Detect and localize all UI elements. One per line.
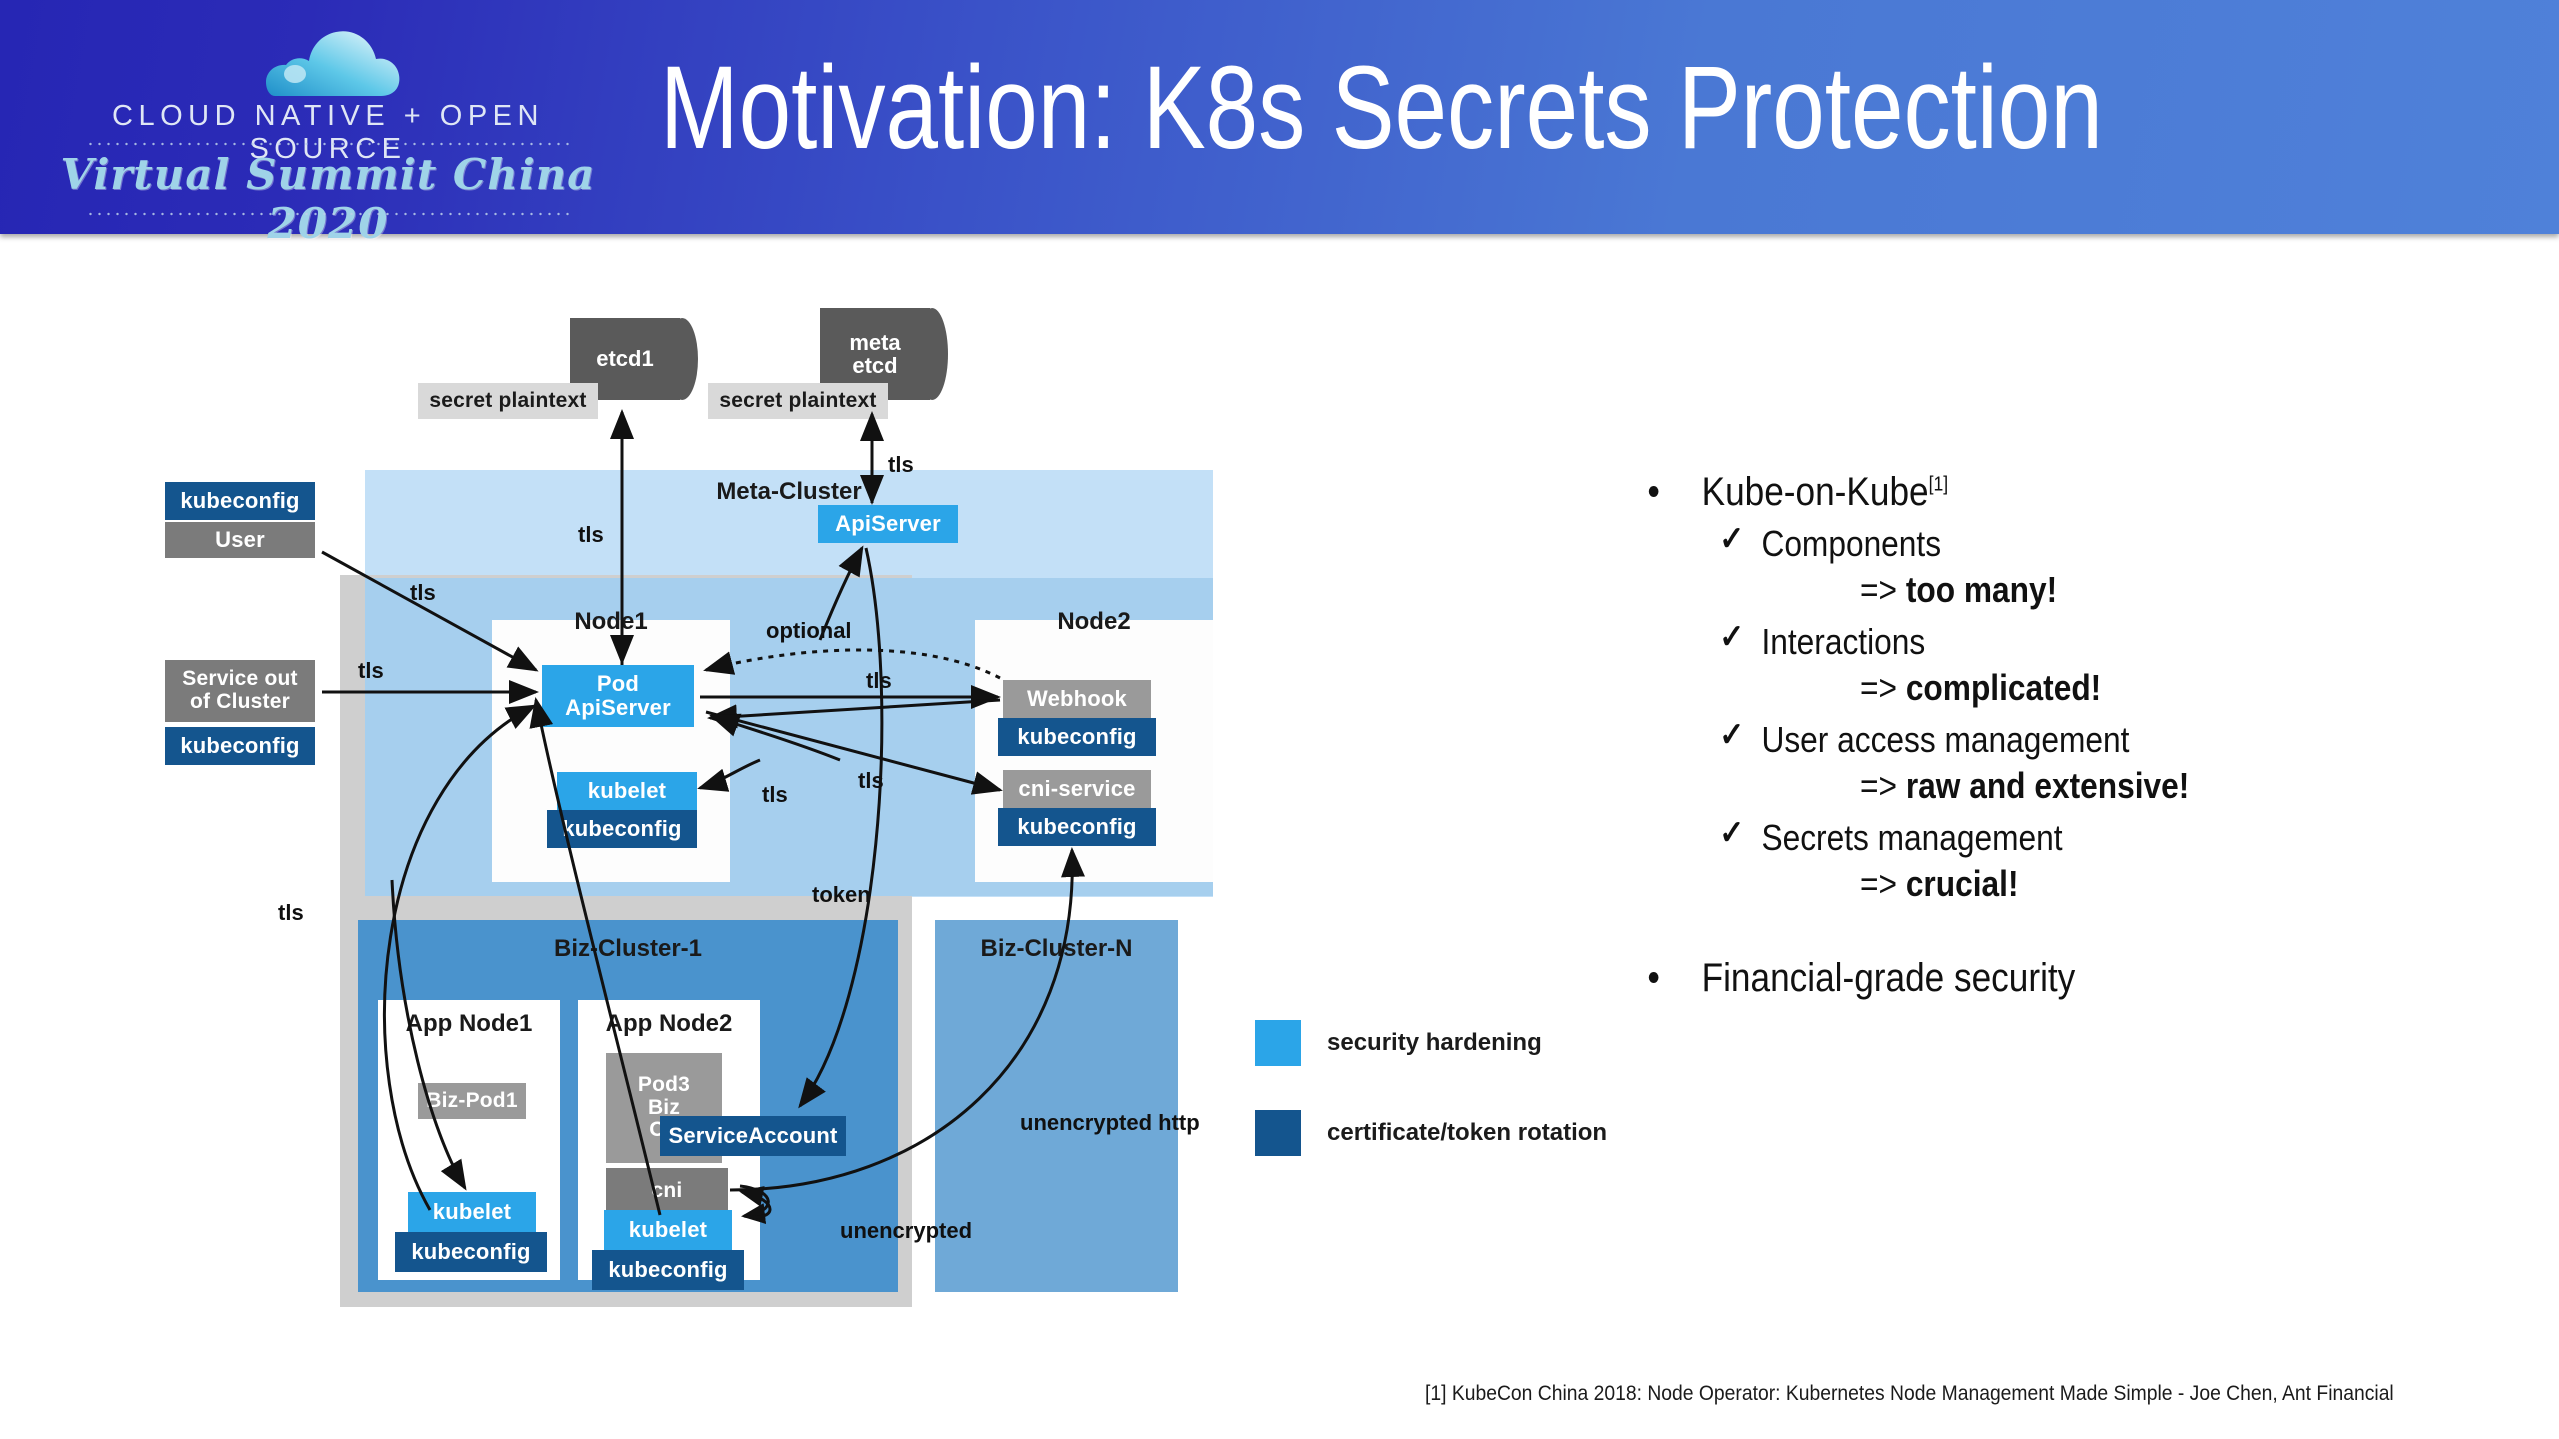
sub-bullet-secrets: ✓ Secrets management bbox=[1640, 816, 2414, 858]
result-too-many: => too many! bbox=[1640, 572, 2414, 608]
sub-bullet-user-access: ✓ User access management bbox=[1640, 718, 2414, 760]
user-kubeconfig-box: kubeconfig bbox=[165, 482, 315, 520]
node2-webhook-box: Webhook bbox=[1003, 680, 1151, 718]
sub-bullet-components-label: Components bbox=[1761, 523, 1942, 564]
user-box: User bbox=[165, 522, 315, 558]
sub-bullet-interactions: ✓ Interactions bbox=[1640, 620, 2414, 662]
logo-divider-bottom bbox=[86, 212, 570, 216]
bullet-dot-icon bbox=[1648, 486, 1659, 497]
label-biz-cluster-n: Biz-Cluster-N bbox=[980, 935, 1133, 962]
bullet-financial-grade: Financial-grade security bbox=[1640, 958, 2414, 998]
label-biz-cluster-1: Biz-Cluster-1 bbox=[553, 935, 703, 962]
logo-event-name: Virtual Summit China 2020 bbox=[60, 150, 596, 248]
sub-bullet-user-access-label: User access management bbox=[1761, 719, 2130, 760]
result-complicated: => complicated! bbox=[1640, 670, 2414, 706]
result-complicated-emph: complicated! bbox=[1905, 667, 2102, 708]
result-crucial-emph: crucial! bbox=[1905, 863, 2019, 904]
sub-bullet-components: ✓ Components bbox=[1640, 522, 2414, 564]
arrow-glyph-1: => bbox=[1860, 667, 1906, 708]
etcd1-label: etcd1 bbox=[570, 318, 680, 400]
edge-label-tls-cni: tls bbox=[858, 768, 884, 793]
app-node2-kubeconfig-box: kubeconfig bbox=[592, 1250, 744, 1290]
node2-webhook-kubeconfig-box: kubeconfig bbox=[998, 718, 1156, 756]
label-node1: Node1 bbox=[574, 608, 648, 635]
check-icon: ✓ bbox=[1719, 716, 1745, 754]
bullet-financial-grade-label: Financial-grade security bbox=[1701, 956, 2076, 1000]
node1-pod-apiserver-box: Pod ApiServer bbox=[542, 665, 694, 727]
edge-label-optional: optional bbox=[766, 618, 852, 643]
sub-bullet-secrets-label: Secrets management bbox=[1761, 817, 2063, 858]
edge-label-tls-user: tls bbox=[410, 580, 436, 605]
page-title: Motivation: K8s Secrets Protection bbox=[660, 42, 2103, 174]
edge-label-token: token bbox=[812, 882, 871, 907]
result-raw-extensive-emph: raw and extensive! bbox=[1905, 765, 2190, 806]
edge-label-tls-metaetcd: tls bbox=[888, 452, 914, 477]
label-app-node1: App Node1 bbox=[405, 1010, 533, 1037]
edge-label-unencrypted: unencrypted bbox=[840, 1218, 973, 1243]
label-node2: Node2 bbox=[1057, 608, 1131, 635]
arrow-glyph-0: => bbox=[1860, 569, 1906, 610]
legend-swatch-cert-rotation bbox=[1255, 1110, 1301, 1156]
app-node2-kubelet-box: kubelet bbox=[604, 1210, 732, 1250]
node2-cni-kubeconfig-box: kubeconfig bbox=[998, 808, 1156, 846]
arrow-glyph-3: => bbox=[1860, 863, 1906, 904]
legend-label-cert-rotation: certificate/token rotation bbox=[1327, 1119, 1608, 1146]
check-icon: ✓ bbox=[1719, 618, 1745, 656]
label-meta-cluster: Meta-Cluster bbox=[716, 478, 862, 505]
cloud-icon bbox=[266, 31, 400, 97]
label-app-node2: App Node2 bbox=[605, 1010, 733, 1037]
event-logo: CLOUD NATIVE + OPEN SOURCE Virtual Summi… bbox=[48, 16, 608, 248]
result-crucial: => crucial! bbox=[1640, 866, 2414, 902]
edge-label-unencrypted-http: unencrypted http bbox=[1020, 1110, 1200, 1135]
footnote-reference: [1] KubeCon China 2018: Node Operator: K… bbox=[1425, 1382, 2394, 1405]
architecture-diagram: Meta-Cluster Node1 Node2 Biz-Cluster-1 B… bbox=[165, 308, 1607, 1307]
legend-label-security-hardening: security hardening bbox=[1327, 1029, 1542, 1056]
slide-header: CLOUD NATIVE + OPEN SOURCE Virtual Summi… bbox=[0, 0, 2559, 248]
service-account-box: ServiceAccount bbox=[660, 1116, 846, 1156]
bullet-kube-on-kube-ref: [1] bbox=[1928, 473, 1949, 496]
app-node2-cni-box: cni bbox=[606, 1168, 728, 1214]
edge-label-tls-webhook: tls bbox=[866, 668, 892, 693]
check-icon: ✓ bbox=[1719, 814, 1745, 852]
node1-kubeconfig-box: kubeconfig bbox=[547, 810, 697, 848]
sub-bullet-interactions-label: Interactions bbox=[1761, 621, 1926, 662]
biz-pod1-box: Biz-Pod1 bbox=[418, 1083, 526, 1119]
bullet-list: Kube-on-Kube[1] ✓ Components => too many!… bbox=[1640, 472, 2520, 1012]
edge-label-tls-kubelet: tls bbox=[762, 782, 788, 807]
legend-item-security-hardening: security hardening bbox=[1255, 1020, 1542, 1066]
result-too-many-emph: too many! bbox=[1905, 569, 2058, 610]
secret-plaintext-label-1: secret plaintext bbox=[418, 383, 598, 419]
node1-kubelet-box: kubelet bbox=[557, 772, 697, 810]
arrow-glyph-2: => bbox=[1860, 765, 1906, 806]
legend-swatch-security-hardening bbox=[1255, 1020, 1301, 1066]
node2-cni-service-box: cni-service bbox=[1003, 770, 1151, 808]
edge-label-tls-service: tls bbox=[358, 658, 384, 683]
service-out-of-cluster-box: Service out of Cluster bbox=[165, 660, 315, 722]
app-node1-kubeconfig-box: kubeconfig bbox=[395, 1232, 547, 1272]
secret-plaintext-label-2: secret plaintext bbox=[708, 383, 888, 419]
meta-apiserver-box: ApiServer bbox=[818, 505, 958, 543]
edge-label-tls-left: tls bbox=[278, 900, 304, 925]
legend-item-cert-rotation: certificate/token rotation bbox=[1255, 1110, 1607, 1156]
service-kubeconfig-box: kubeconfig bbox=[165, 727, 315, 765]
bullet-kube-on-kube-label: Kube-on-Kube bbox=[1701, 470, 1929, 514]
logo-tagline: CLOUD NATIVE + OPEN SOURCE bbox=[112, 100, 544, 165]
edge-label-tls-etcd1: tls bbox=[578, 522, 604, 547]
logo-divider-top bbox=[86, 142, 570, 146]
app-node1-kubelet-box: kubelet bbox=[408, 1192, 536, 1232]
etcd1-datastore: etcd1 bbox=[570, 318, 698, 400]
bullet-dot-icon bbox=[1648, 972, 1659, 983]
check-icon: ✓ bbox=[1719, 520, 1745, 558]
bullet-kube-on-kube: Kube-on-Kube[1] bbox=[1640, 472, 2414, 512]
result-raw-extensive: => raw and extensive! bbox=[1640, 768, 2414, 804]
